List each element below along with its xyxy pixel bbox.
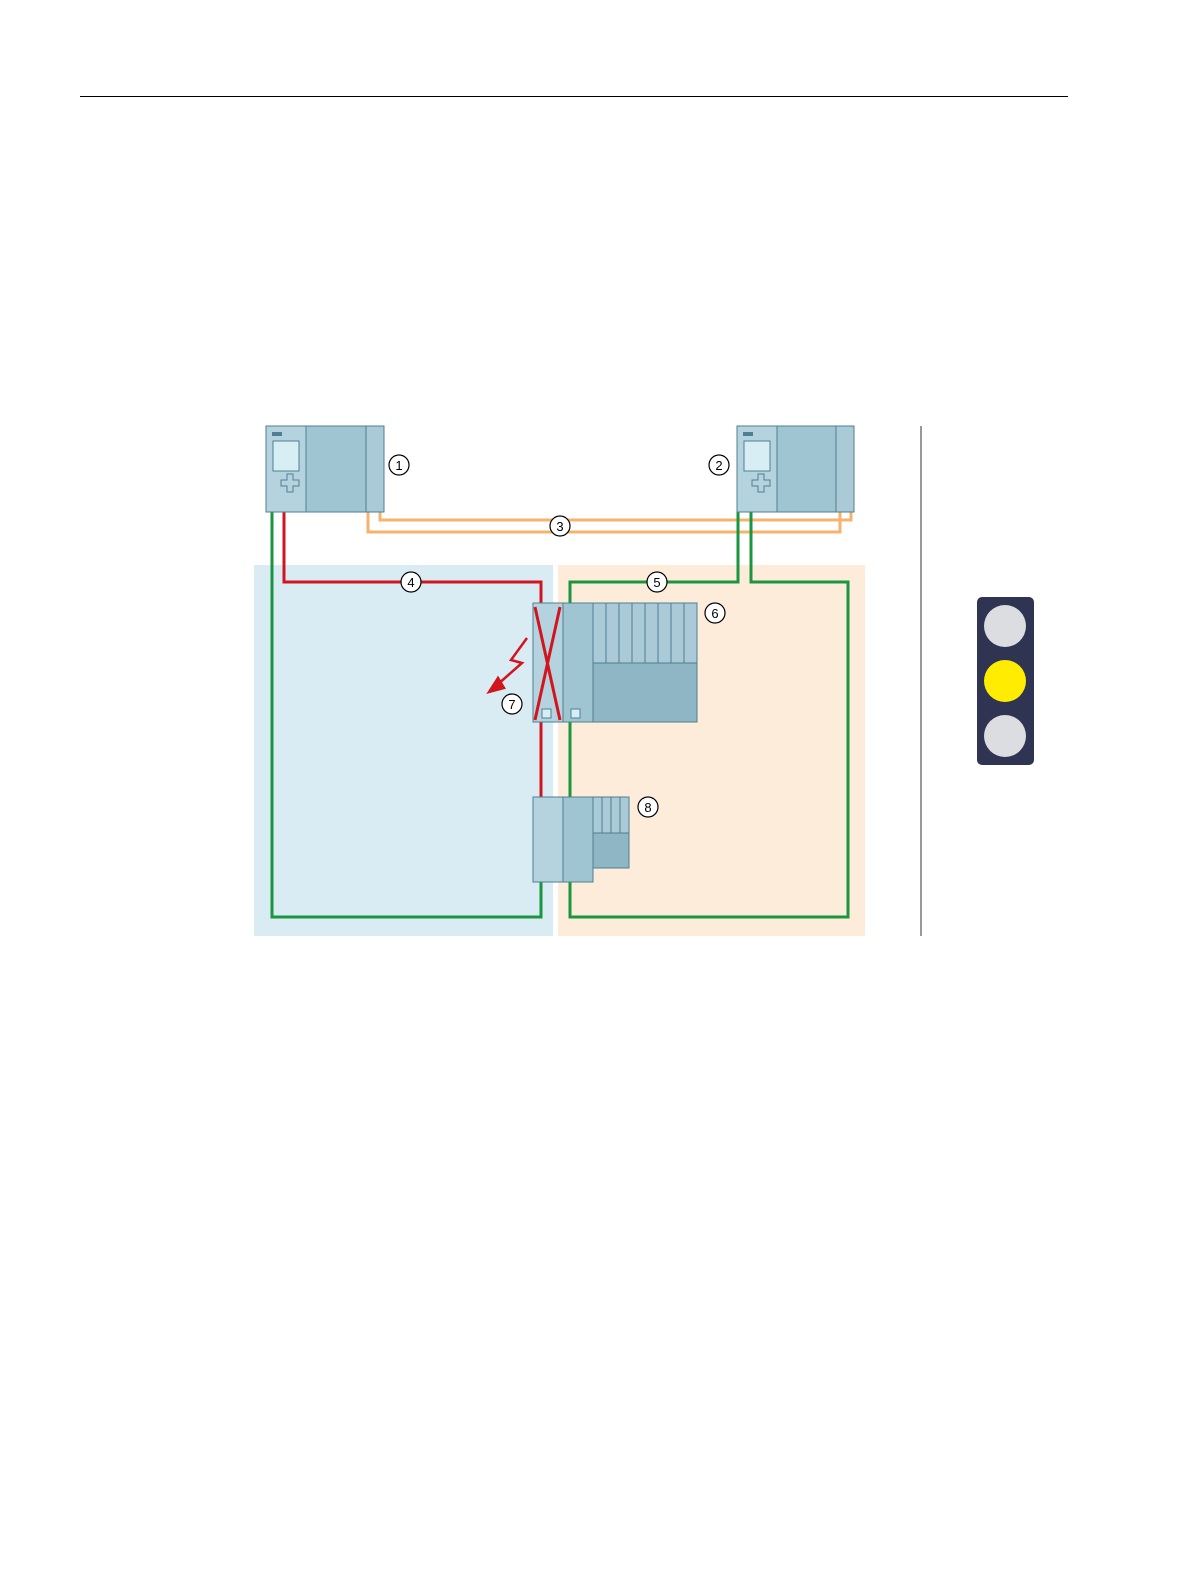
callout-2: 2	[709, 455, 729, 475]
callout-6: 6	[705, 603, 725, 623]
callout-6-label: 6	[711, 606, 718, 621]
callout-7-label: 7	[508, 697, 515, 712]
cpu-2-module	[737, 426, 854, 512]
callout-4: 4	[401, 572, 421, 592]
lamp-top	[984, 605, 1026, 647]
callout-1: 1	[389, 455, 409, 475]
lamp-middle	[984, 660, 1026, 702]
callout-5-label: 5	[653, 575, 660, 590]
callout-7: 7	[502, 694, 522, 714]
zone-left	[254, 565, 553, 936]
callout-8: 8	[638, 797, 658, 817]
traffic-light-icon	[977, 597, 1034, 765]
callout-1-label: 1	[395, 458, 402, 473]
redundancy-network-diagram: 1 2 3 4 5 6 7 8	[0, 0, 1191, 1000]
callout-4-label: 4	[407, 575, 414, 590]
callout-5: 5	[647, 572, 667, 592]
cpu-1-module	[266, 426, 384, 512]
callout-2-label: 2	[715, 458, 722, 473]
sync-connection-lines	[368, 512, 851, 532]
callout-3: 3	[550, 516, 570, 536]
lamp-bottom	[984, 715, 1026, 757]
callout-3-label: 3	[556, 519, 563, 534]
callout-8-label: 8	[644, 800, 651, 815]
